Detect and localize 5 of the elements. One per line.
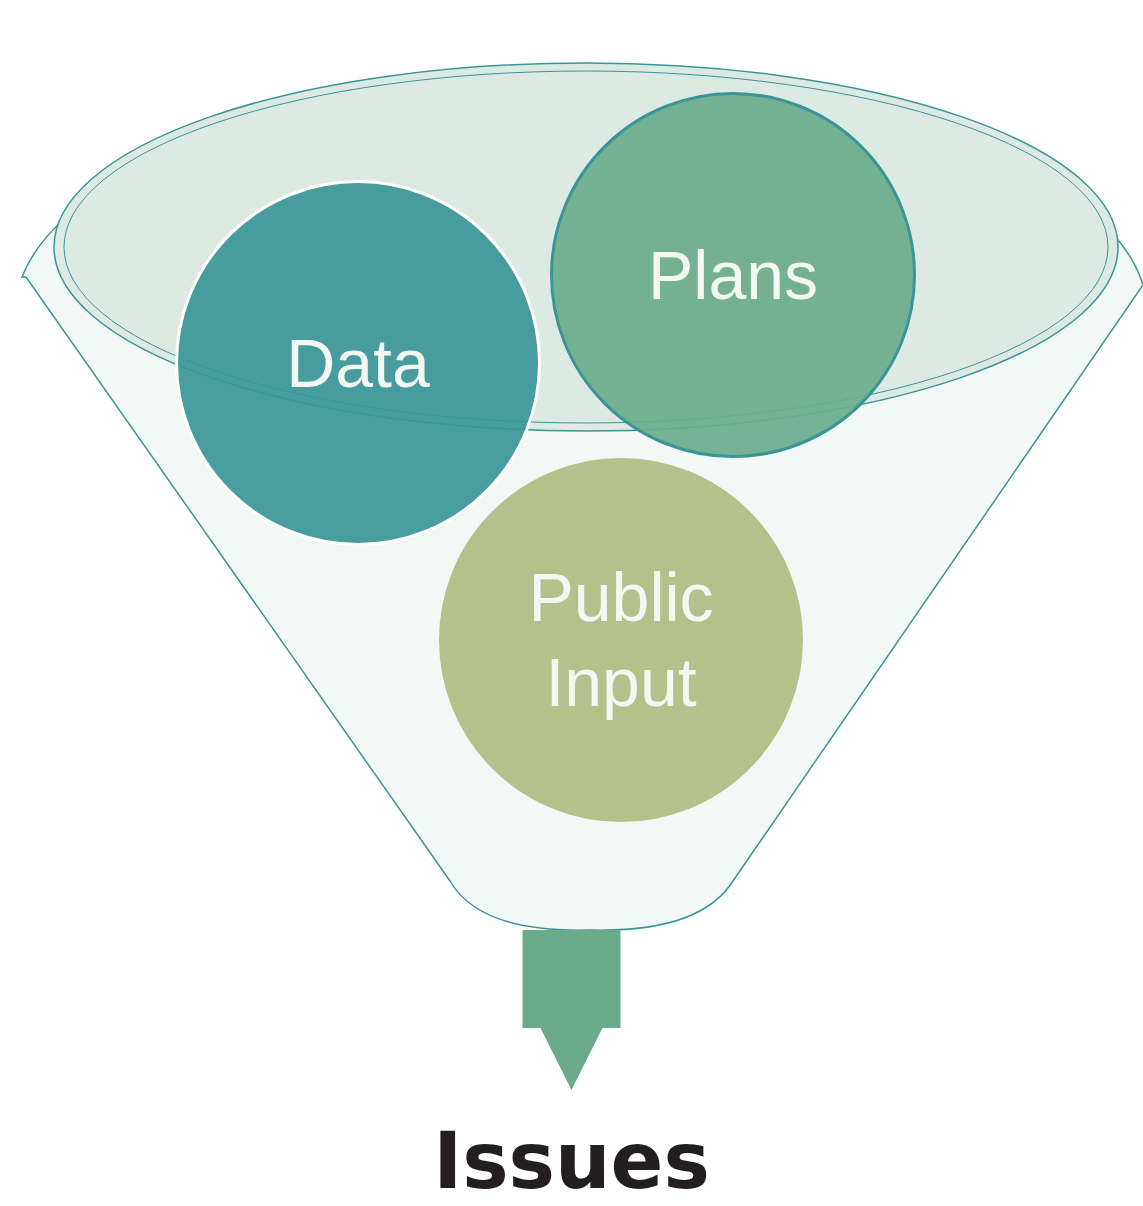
output-label: Issues: [400, 1090, 743, 1206]
circle-label: Plans: [646, 235, 820, 315]
circle-label: Public Input: [527, 558, 715, 722]
arrow: [522, 930, 621, 1090]
circle-label: Data: [285, 323, 431, 403]
